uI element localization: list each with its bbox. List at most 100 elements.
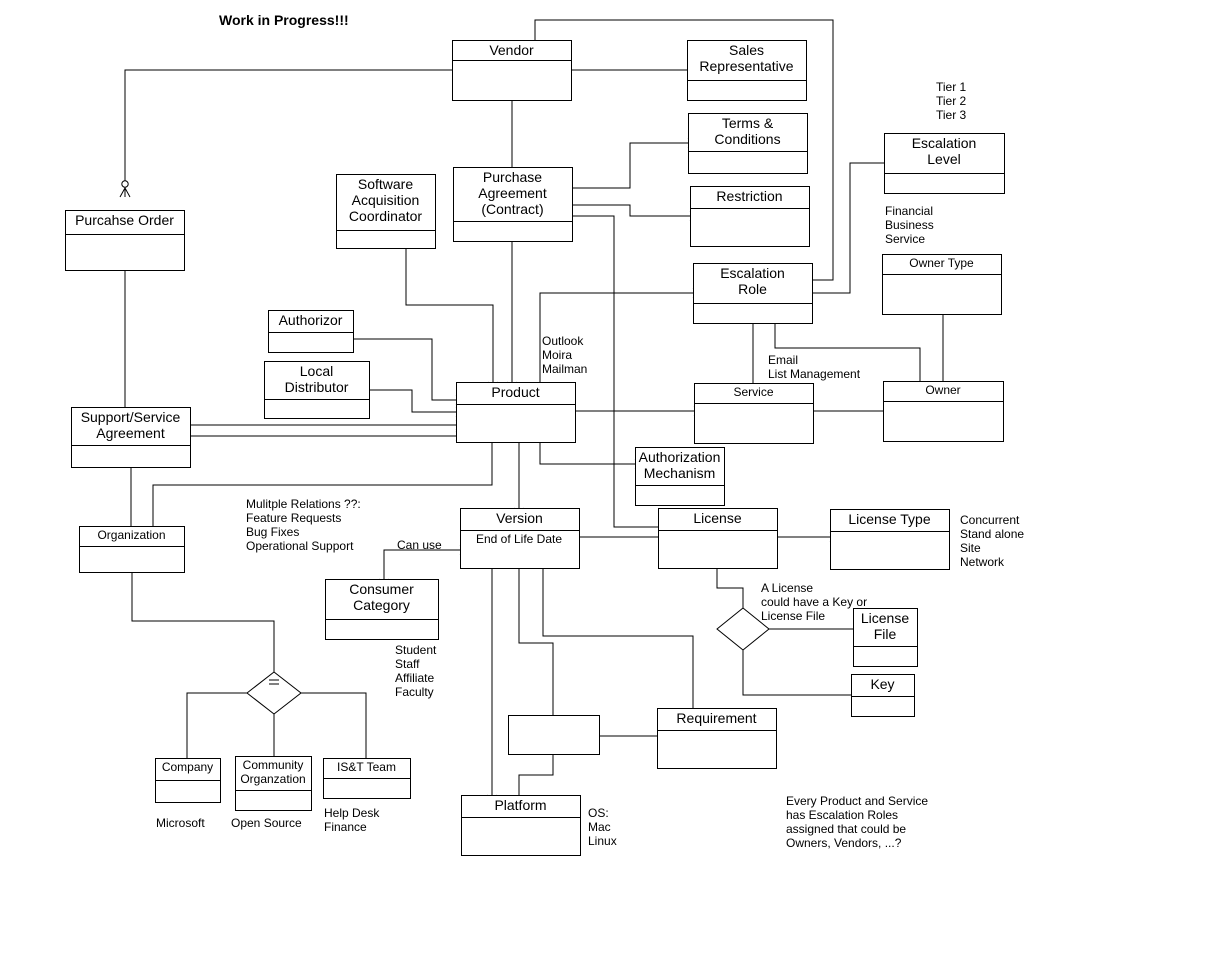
relationship-line: [572, 142, 688, 189]
relationship-line: [369, 389, 456, 413]
note-license-key-note: A License: [761, 581, 813, 595]
entity-label: Escalation: [912, 135, 977, 151]
entity-license: License: [658, 508, 778, 569]
relationship-line: [301, 692, 367, 758]
cardinality-marker: [119, 180, 131, 198]
relationship-diamonds: [246, 607, 770, 715]
entity-key: Key: [851, 674, 915, 717]
note-tiers: Tier 3: [936, 108, 967, 122]
entity-ist-team: IS&T Team: [323, 758, 411, 799]
entity-label: Company: [162, 760, 213, 774]
note-product-examples: Mailman: [542, 362, 587, 376]
entity-label: Agreement: [478, 185, 547, 201]
note-multiple-relations: Operational Support: [246, 539, 354, 553]
note-os-list: OS:: [588, 806, 609, 820]
relationship-line: [774, 323, 921, 381]
entity-label: Organzation: [240, 772, 305, 786]
entity-label: Requirement: [676, 710, 756, 726]
entity-label: Purchase: [483, 169, 542, 185]
relationship-lines: [124, 19, 944, 795]
entity-label: Terms &: [722, 115, 774, 131]
note-product-examples: Outlook: [542, 334, 584, 348]
relationship-line: [518, 754, 554, 795]
entity-label: Owner Type: [909, 256, 974, 270]
entity-label: Support/Service: [81, 409, 181, 425]
entity-label: Conditions: [714, 131, 780, 147]
relationship-line: [124, 69, 452, 197]
entity-label: License: [693, 510, 741, 526]
entity-label: License Type: [848, 511, 930, 527]
note-license-types: Stand alone: [960, 527, 1024, 541]
entity-label: Role: [738, 281, 767, 297]
relationship-line: [716, 568, 744, 608]
entity-label: Acquisition: [352, 192, 420, 208]
entity-label: Key: [870, 676, 894, 692]
note-multiple-relations: Mulitple Relations ??:: [246, 497, 361, 511]
note-escalation-note: Every Product and Service: [786, 794, 928, 808]
relationship-line: [539, 442, 635, 465]
entity-authorizor: Authorizor: [268, 310, 354, 353]
entity-terms: Terms &Conditions: [688, 113, 808, 174]
entity-license-type: License Type: [830, 509, 950, 570]
entity-company: Company: [155, 758, 221, 803]
entity-restriction: Restriction: [690, 186, 810, 247]
note-community-example: Open Source: [231, 816, 302, 830]
entity-label: Platform: [494, 797, 546, 813]
entity-organization: Organization: [79, 526, 185, 573]
entity-label: Coordinator: [349, 208, 422, 224]
cardinality-marker: [269, 679, 279, 685]
entity-label: Purcahse Order: [75, 212, 174, 228]
entity-label: Mechanism: [644, 465, 716, 481]
entity-label: IS&T Team: [337, 760, 396, 774]
entity-label: File: [874, 626, 897, 642]
entity-label: Product: [491, 384, 539, 400]
relationship-line: [812, 162, 884, 294]
note-license-key-note: could have a Key or: [761, 595, 867, 609]
diagram-title: Work in Progress!!!: [219, 12, 349, 28]
relationship-line: [742, 650, 851, 696]
note-consumer-categories: Staff: [395, 657, 420, 671]
entity-label: Escalation: [720, 265, 785, 281]
relationship-line: [572, 215, 658, 528]
org-subtype-diamond: [246, 671, 302, 715]
entity-label: Category: [353, 597, 410, 613]
entity-label: Distributor: [285, 379, 349, 395]
relationship-line: [131, 572, 275, 672]
entity-label: Restriction: [716, 188, 782, 204]
entity-label: Authorizor: [279, 312, 343, 328]
entity-label: Version: [496, 510, 543, 526]
note-license-types: Network: [960, 555, 1005, 569]
note-license-types: Concurrent: [960, 513, 1020, 527]
note-multiple-relations: Bug Fixes: [246, 525, 299, 539]
relationship-line: [383, 549, 460, 579]
note-os-list: Linux: [588, 834, 617, 848]
entity-label: (Contract): [481, 201, 543, 217]
entity-label: Consumer: [349, 581, 414, 597]
entity-label: Authorization: [639, 449, 721, 465]
note-multiple-relations: Feature Requests: [246, 511, 341, 525]
entity-label: Software: [358, 176, 413, 192]
entity-platform: Platform: [461, 795, 581, 856]
note-can-use: Can use: [397, 538, 442, 552]
relationship-line: [572, 204, 690, 217]
note-consumer-categories: Affiliate: [395, 671, 434, 685]
entity-label: Representative: [699, 58, 793, 74]
relationship-line: [152, 442, 493, 526]
entity-label: Community: [243, 758, 304, 772]
entity-owner-type: Owner Type: [882, 254, 1002, 315]
note-ist-examples: Finance: [324, 820, 367, 834]
relationship-line: [539, 292, 693, 382]
note-escalation-note: Owners, Vendors, ...?: [786, 836, 902, 850]
relationship-line: [534, 19, 834, 281]
note-os-list: Mac: [588, 820, 611, 834]
